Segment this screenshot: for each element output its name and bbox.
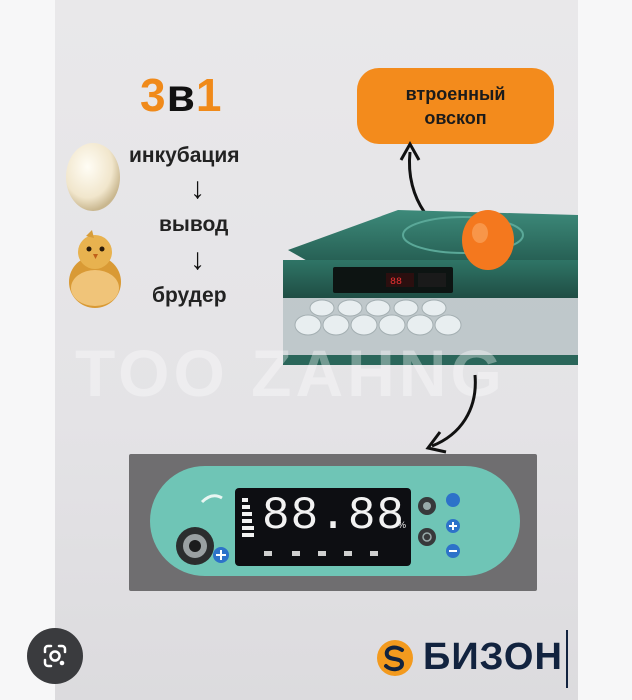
incubator-image: 88 xyxy=(283,210,578,365)
power-socket-icon xyxy=(176,527,214,565)
svg-text:88: 88 xyxy=(390,277,402,288)
brand-divider xyxy=(566,630,568,688)
lcd-status-icons xyxy=(264,551,378,556)
google-lens-button[interactable] xyxy=(27,628,83,684)
brand-logo: БИЗОН xyxy=(375,636,563,679)
fan-button-icon[interactable] xyxy=(212,546,230,564)
lcd-digits: 88.88 xyxy=(262,490,406,542)
callout-line2: овскоп xyxy=(424,108,487,128)
brand-name: БИЗОН xyxy=(423,636,563,678)
egg-icon xyxy=(66,143,120,211)
google-lens-icon xyxy=(43,644,67,668)
title-letter: в xyxy=(166,69,196,121)
title-number2: 1 xyxy=(195,69,223,121)
step-incubation: инкубация xyxy=(129,144,240,167)
set-button-icon[interactable] xyxy=(417,496,437,516)
power-button-icon[interactable] xyxy=(417,527,437,547)
right-margin xyxy=(578,0,632,700)
arrow-down-icon: ↓ xyxy=(190,172,205,205)
step-hatching: вывод xyxy=(159,213,229,236)
candler-callout: втроенный овскоп xyxy=(357,68,554,144)
step-brooder: брудер xyxy=(152,284,227,307)
lcd-unit: % xyxy=(398,520,407,530)
watermark: TOO ZAHNG xyxy=(75,336,506,410)
minus-button-icon[interactable] xyxy=(445,543,461,559)
plus-button-icon[interactable] xyxy=(445,518,461,534)
menu-button-icon[interactable] xyxy=(445,492,461,508)
bison-logo-icon xyxy=(377,639,413,676)
callout-line1: втроенный xyxy=(405,84,506,104)
title-number: 3 xyxy=(140,69,167,121)
panel-logo-icon xyxy=(200,494,223,504)
lcd-level-icon xyxy=(242,498,254,537)
title-3in1: 3в1 xyxy=(140,68,222,122)
arrow-down-icon: ↓ xyxy=(190,243,205,276)
left-margin xyxy=(0,0,55,700)
curved-arrow-icon xyxy=(425,374,477,454)
chick-icon xyxy=(69,230,121,308)
